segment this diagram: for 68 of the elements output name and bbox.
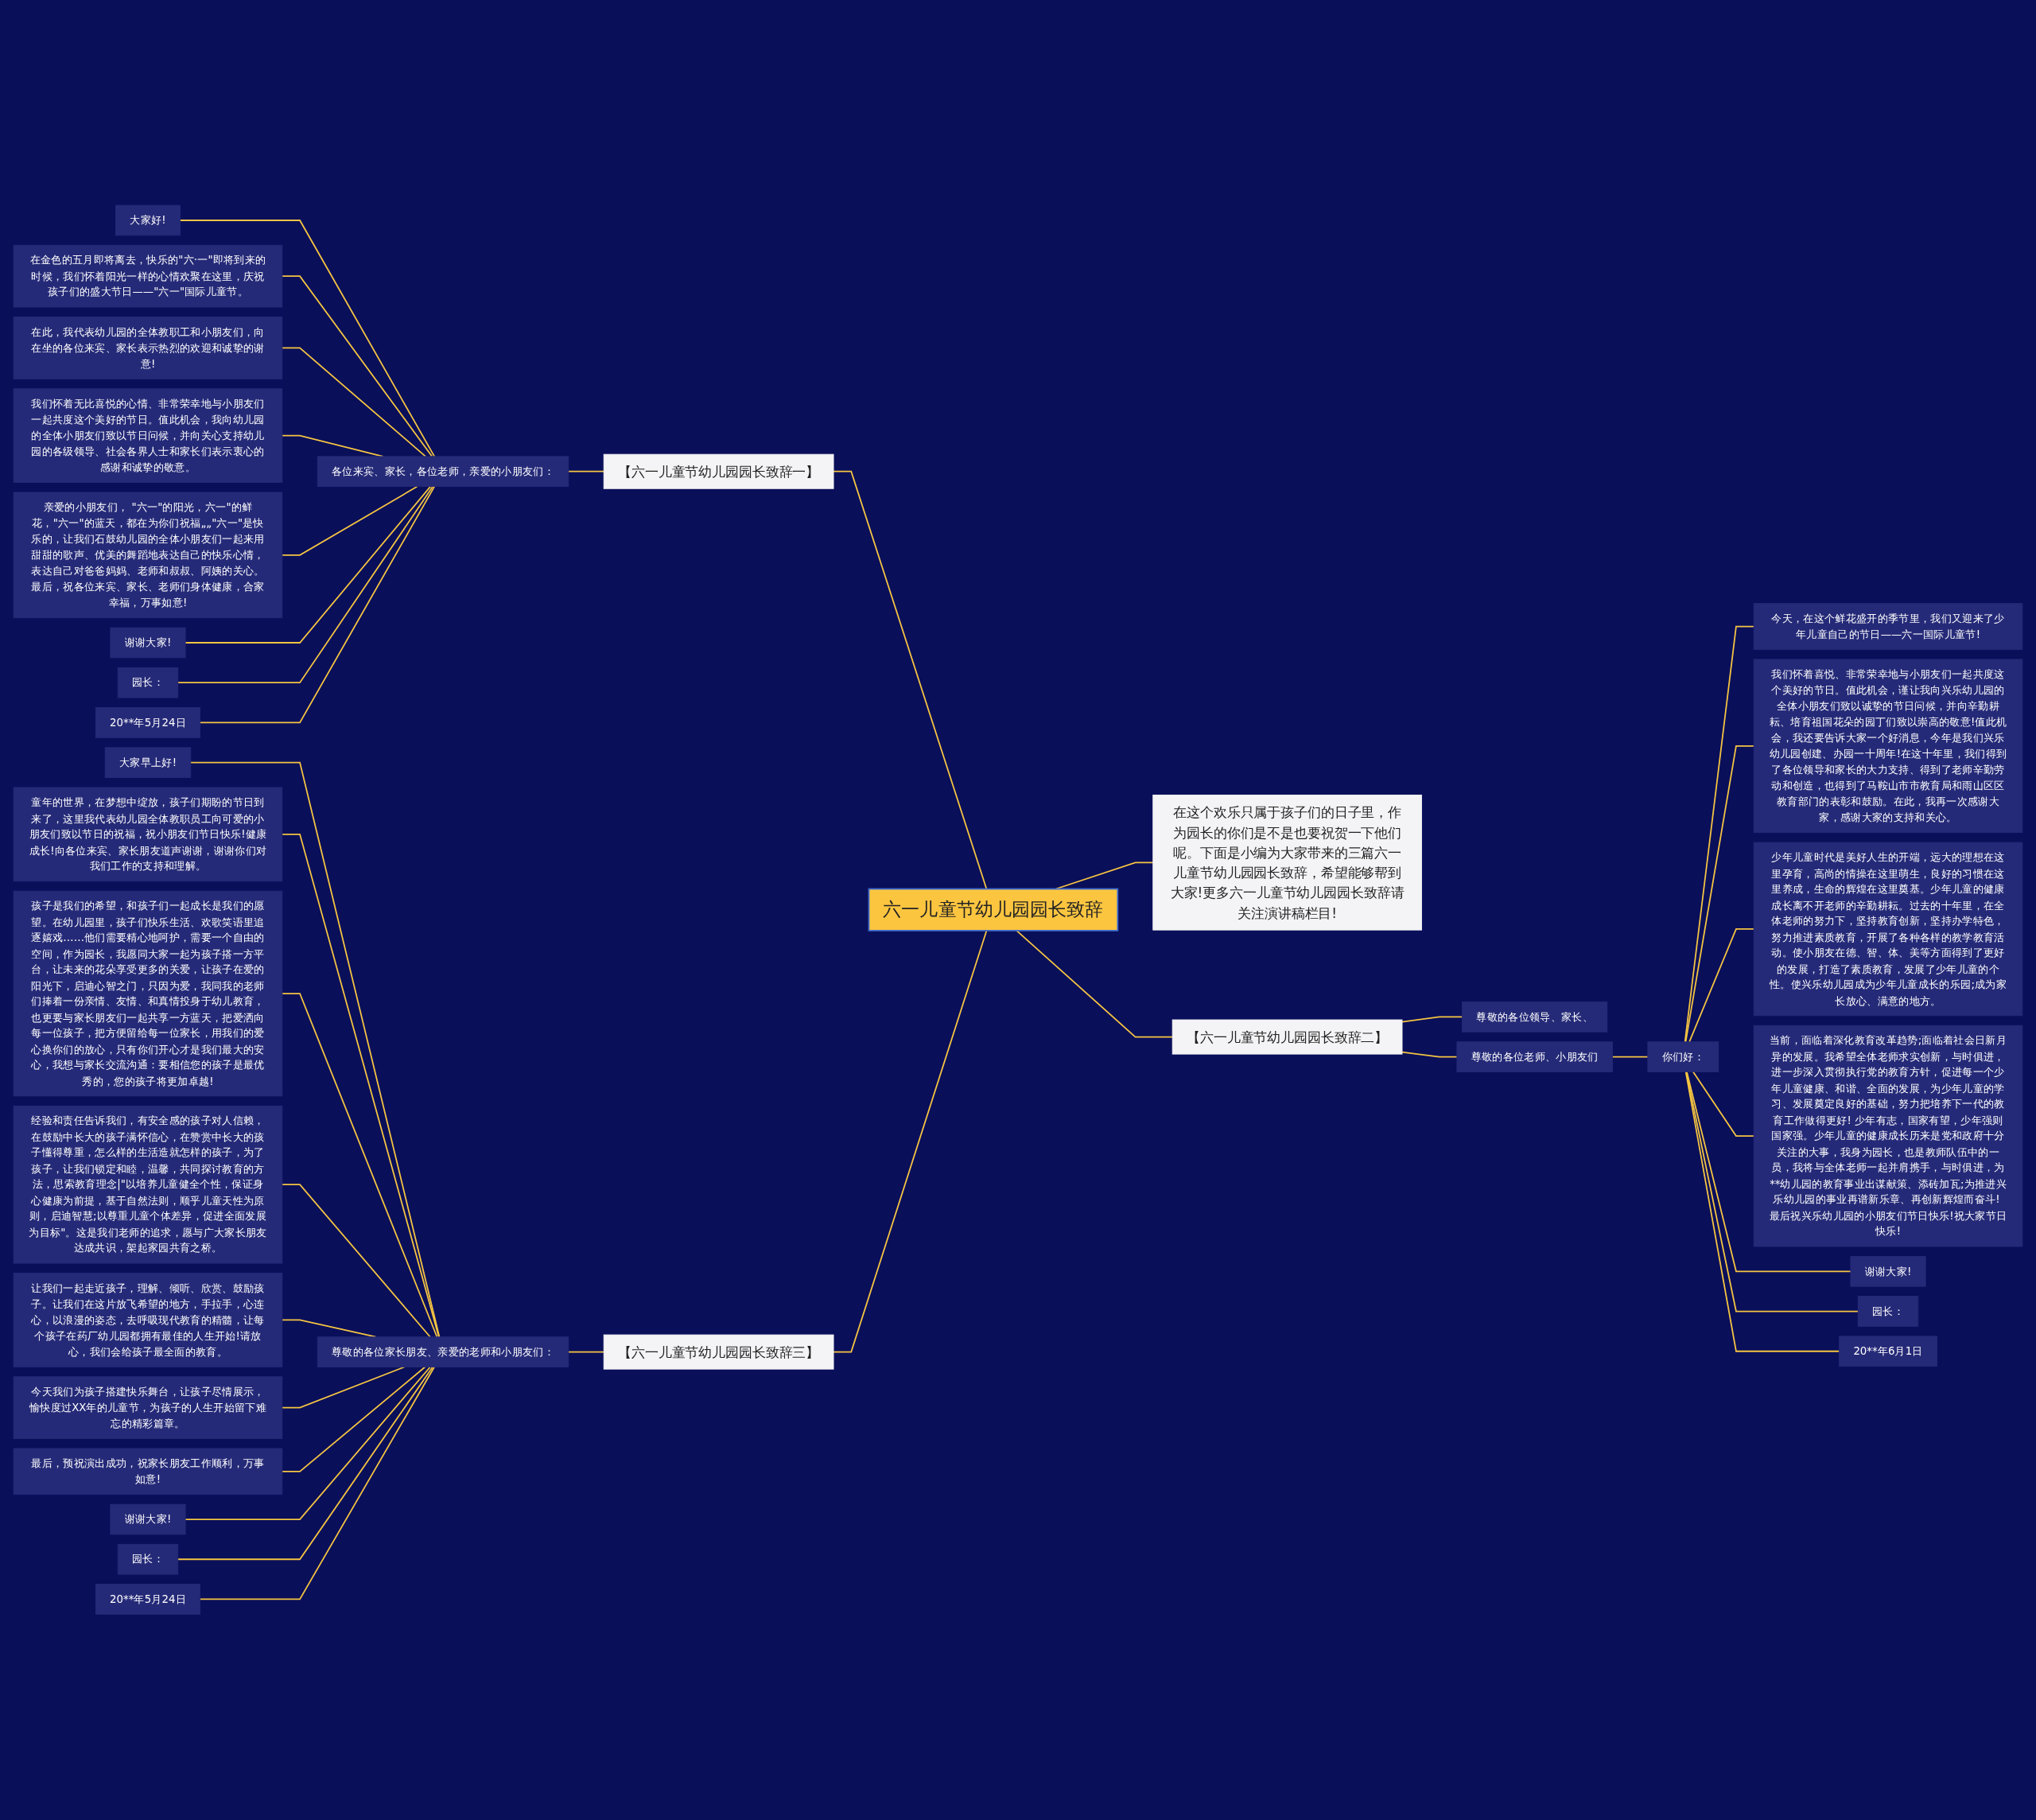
connector [185,1366,431,1521]
connector [281,486,418,556]
node-box: 经验和责任告诉我们，有安全感的孩子对人信赖，在鼓励中长大的孩子满怀信心，在赞赏中长大的孩子懂得尊重，怎么样的生活造就怎样的孩子，为了孩子，让我们锁定和睦，温馨，共同探讨教育的方法，思索教育理念|"以培养儿童健全个性，保证身心健康为前提，基于自然法则，顺乎儿童天性为原则，启迪智慧;以尊重儿童个体差异，促进全面发展为目标"。这是我们老师的追求，愿与广大家长朋友达成共识，架起家园共育之桥。 [13,1106,283,1264]
connector [567,1351,605,1353]
connector [199,486,436,724]
node-box: 在此，我代表幼儿园的全体教职工和小朋友们，向在坐的各位来宾、家长表示热烈的欢迎和诚挚的谢意! [13,317,283,379]
connector [179,220,436,457]
connector [281,993,438,1338]
connector [189,762,441,1338]
connector [281,1366,406,1409]
connector [281,1184,431,1338]
node-box: 亲爱的小朋友们， "六一"的阳光，六一"的鲜花，"六一"的蓝天，都在为你们祝福„„"六一"是快乐的，让我们石鼓幼儿园的全体小朋友们一起来用甜甜的歌声、优美的舞蹈地表达自己的快乐心情，表达自己对爸爸妈妈、老师和叔叔、阿姨的关心。最后，祝各位来宾、家长、老师们身体健康，合家幸福，万事如意! [13,492,283,619]
connector [1401,1051,1458,1058]
connector [1685,1071,1859,1312]
node-box: 最后，预祝演出成功，祝家长朋友工作顺利，万事如意! [13,1448,283,1495]
node-box: 在金色的五月即将离去，快乐的"六·一"即将到来的时候，我们怀着阳光一样的心情欢聚在这里，庆祝孩子们的盛大节日——"六一"国际儿童节。 [13,245,283,308]
connector [833,930,988,1353]
node-box: 我们怀着无比喜悦的心情、非常荣幸地与小朋友们一起共度这个美好的节日。值此机会，我向幼儿园的全体小朋友们致以节日问候，并向关心支持幼儿园的各级领导、社会各界人士和家长们表示衷心的感谢和诚挚的敬意。 [13,388,283,484]
node-box: 园长： [117,1544,179,1575]
node-box: 让我们一起走近孩子，理解、倾听、欣赏、鼓励孩子。让我们在这片放飞希望的地方，手拉手，心连心，以浪漫的姿态，去呼吸现代教育的精髓，让每个孩子在药厂幼儿园都拥有最佳的人生开始!请放心，我们会给孩子最全面的教育。 [13,1273,283,1367]
node-box: 你们好： [1647,1041,1719,1073]
connector [1684,745,1755,1043]
node-box: 在这个欢乐只属于孩子们的日子里，作为园长的你们是不是也要祝贺一下他们呢。下面是小编为大家带来的三篇六一儿童节幼儿园园长致辞，希望能够帮到大家!更多六一儿童节幼儿园园长致辞请关注演讲稿栏目! [1152,795,1422,931]
node-box: 六一儿童节幼儿园园长致辞 [868,888,1119,932]
node-box: 【六一儿童节幼儿园园长致辞一】 [603,454,834,489]
connector [281,1319,377,1338]
node-box: 谢谢大家! [110,627,186,659]
node-box: 园长： [117,667,179,698]
node-box: 【六一儿童节幼儿园园长致辞三】 [603,1334,834,1370]
connector [833,471,988,890]
connector [1686,1071,1851,1273]
node-box: 各位来宾、家长，各位老师，亲爱的小朋友们： [317,456,569,488]
node-box: 今天我们为孩子搭建快乐舞台，让孩子尽情展示，愉快度过XX年的儿童节，为孩子的人生开始留下难忘的精彩篇章。 [13,1376,283,1440]
node-box: 园长： [1857,1296,1919,1328]
connector [281,435,384,457]
node-box: 今天，在这个鲜花盛开的季节里，我们又迎来了少年儿童自己的节日——六一国际儿童节! [1753,603,2023,651]
connector [1684,625,1755,1043]
node-box: 尊敬的各位领导、家长、 [1462,1001,1608,1033]
node-box: 孩子是我们的希望，和孩子们一起成长是我们的愿望。在幼儿园里，孩子们快乐生活、欢歌笑语里追逐嬉戏……他们需要精心地呵护，需要一个自由的空间，作为园长，我愿同大家一起为孩子搭一方平台，让未来的花朵享受更多的关爱，让孩子在爱的阳光下，启迪心智之门，只因为爱，我同我的老师们捧着一份亲情、友情、和真情投身于幼儿教育，也更要与家长朋友们一起共享一方蓝天，把爱洒向每一位孩子，把方便留给每一位家长，用我们的爱心换你们的放心，只有你们开心才是我们最大的安心，我想与家长交流沟通：要相信您的孩子是最优秀的，您的孩子将更加卓越! [13,891,283,1097]
node-box: 童年的世界，在梦想中绽放，孩子们期盼的节日到来了，这里我代表幼儿园全体教职员工向可爱的小朋友们致以节日的祝福，祝小朋友们节日快乐!健康成长!向各位来宾、家长朋友道声谢谢，谢谢你们对我们工作的支持和理解。 [13,787,283,882]
connector [567,471,605,472]
connector [1692,1071,1755,1138]
connector [1401,1016,1463,1023]
node-box: 20**年6月1日 [1839,1336,1937,1367]
node-box: 大家早上好! [104,747,192,779]
node-box: 20**年5月24日 [95,707,201,739]
node-box: 20**年5月24日 [95,1584,201,1616]
connector [1684,1071,1840,1352]
connector [1611,1056,1649,1058]
connector [177,486,434,684]
connector [1688,928,1755,1043]
connector [199,1366,435,1600]
node-box: 【六一儿童节幼儿园园长致辞二】 [1171,1019,1403,1055]
connector [185,486,432,644]
node-box: 当前，面临着深化教育改革趋势;面临着社会日新月异的发展。我希望全体老师求实创新，与时俱进，进一步深入贯彻执行党的教育方针，促进每一个少年儿童健康、和谐、全面的发展，为少年儿童的学习、发展奠定良好的基础，努力把培养下一代的教育工作做得更好! 少年有志，国家有望，少年强则国家强。少年儿童的健康成长历来是党和政府十分关注的大事，我身为园长，也是教师队伍中的一员，我将与全体老师一起并肩携手，与时俱进，为**幼儿园的教育事业出谋献策、添砖加瓦;为推进兴乐幼儿园的事业再谱新乐章、再创新辉煌而奋斗! 最后祝兴乐幼儿园的小朋友们节日快乐!祝大家节日快乐! [1753,1025,2023,1247]
node-box: 尊敬的各位家长朋友、亲爱的老师和小朋友们： [317,1336,569,1368]
node-box: 尊敬的各位老师、小朋友们 [1456,1041,1613,1073]
node-box: 少年儿童时代是美好人生的开端，远大的理想在这里孕育，高尚的情操在这里萌生，良好的习惯在这里养成，生命的辉煌在这里奠基。少年儿童的健康成长离不开老师的辛勤耕耘。过去的十年里，在全体老师的努力下，坚持教育创新，坚持办学特色，努力推进素质教育，开展了各种各样的教学教育活动。使小朋友在德、智、体、美等方面得到了更好的发展，打造了素质教育，发展了少年儿童的个性。使兴乐幼儿园成为少年儿童成长的乐园;成为家长放心、满意的地方。 [1753,842,2023,1017]
node-box: 谢谢大家! [1850,1256,1926,1287]
connector [1016,930,1174,1038]
node-box: 大家好! [115,204,181,236]
connector [281,275,433,457]
connector [177,1366,433,1561]
node-box: 我们怀着喜悦、非常荣幸地与小朋友们一起共度这个美好的节日。值此机会，谨让我向兴乐幼儿园的全体小朋友们致以诚挚的节日问候，并向辛勤耕耘、培育祖国花朵的园丁们致以崇高的敬意!值此机会，我还要告诉大家一个好消息，今年是我们兴乐幼儿园创建、办园一十周年!在这十年里，我们得到了各位领导和家长的大力支持、得到了老师辛勤劳动和创造，也得到了马鞍山市市教育局和雨山区区教育部门的表彰和鼓励。在此，我再一次感谢大家，感谢大家的支持和关心。 [1753,659,2023,834]
connector [281,834,440,1338]
connector [281,1366,426,1472]
connector [281,347,427,457]
node-box: 谢谢大家! [110,1503,186,1535]
